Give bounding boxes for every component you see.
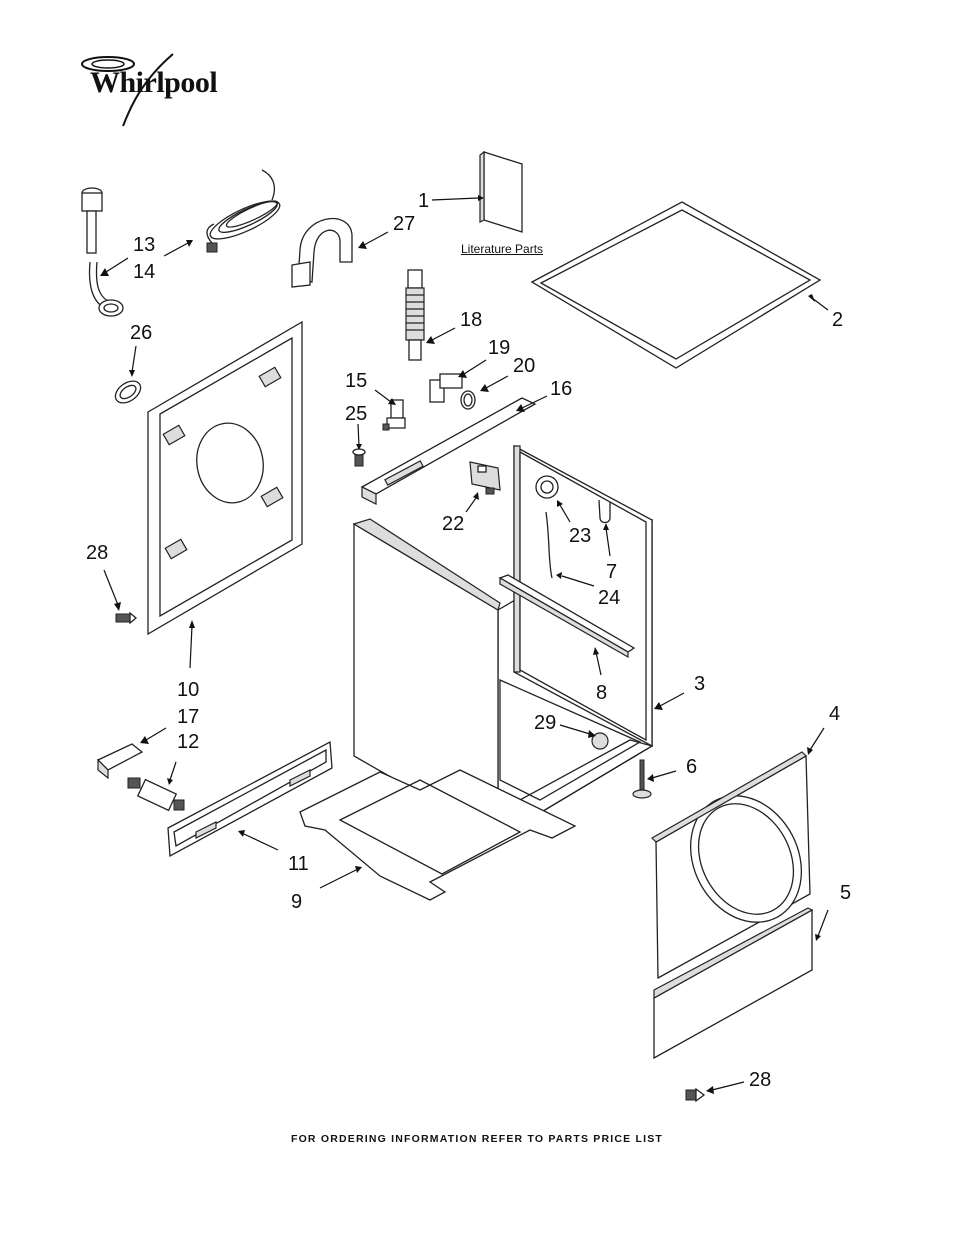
brand-logo-text: Whirlpool: [90, 66, 218, 99]
literature-booklet: [479, 150, 523, 233]
screw-28-right: [685, 1087, 706, 1103]
bottom-rail: [167, 740, 333, 858]
callout-17: 17: [177, 706, 200, 728]
top-cover-frame: [530, 201, 822, 369]
door-switch: [469, 461, 501, 495]
callout-12: 12: [177, 731, 200, 753]
cord-clip: [96, 743, 144, 780]
leveling-foot: [632, 759, 652, 799]
callout-8: 8: [596, 682, 608, 704]
callout-28-left: 28: [86, 542, 109, 564]
pressure-switch: [535, 475, 559, 499]
callout-9: 9: [291, 891, 303, 913]
front-panel: [651, 751, 811, 980]
callout-29: 29: [534, 712, 557, 734]
inlet-hose: [81, 187, 124, 317]
callout-11: 11: [288, 853, 309, 875]
literature-parts-caption: Literature Parts: [461, 242, 544, 256]
callout-16: 16: [550, 378, 573, 400]
grommet: [114, 380, 142, 404]
base-pad: [299, 769, 577, 901]
callout-13: 13: [133, 234, 156, 256]
callout-27: 27: [393, 213, 416, 235]
drain-elbow: [429, 373, 476, 410]
callout-23: 23: [569, 525, 592, 547]
toe-panel: [653, 907, 814, 1060]
leader-arrows: [100, 195, 829, 1094]
hose-hook: [598, 499, 611, 524]
callout-24: 24: [598, 587, 621, 609]
air-tube: [545, 511, 553, 579]
callout-5: 5: [840, 882, 852, 904]
hose-guide: [291, 218, 353, 288]
ordering-footer: FOR ORDERING INFORMATION REFER TO PARTS …: [290, 1133, 664, 1145]
callout-7: 7: [606, 561, 618, 583]
inlet-valve: [127, 777, 185, 812]
callout-1: 1: [418, 190, 430, 212]
callout-22: 22: [442, 513, 465, 535]
bottom-clip: [591, 732, 609, 750]
side-panel: [352, 518, 501, 840]
rear-panel: [147, 320, 303, 636]
callout-18: 18: [460, 309, 483, 331]
callout-6: 6: [686, 756, 698, 778]
power-cord: [206, 169, 281, 253]
callout-15: 15: [345, 370, 368, 392]
callout-20: 20: [513, 355, 536, 377]
callout-14: 14: [133, 261, 156, 283]
callout-25: 25: [345, 403, 368, 425]
callout-10: 10: [177, 679, 200, 701]
drain-hose: [405, 269, 425, 361]
callout-28-right: 28: [749, 1069, 772, 1091]
callout-4: 4: [829, 703, 841, 725]
screw-25: [352, 448, 366, 467]
callout-2: 2: [832, 309, 844, 331]
cabinet: [497, 444, 654, 840]
callout-26: 26: [130, 322, 153, 344]
screw-28-left: [115, 611, 138, 625]
callout-3: 3: [694, 673, 706, 695]
rear-brace: [498, 574, 636, 659]
top-brace: [360, 397, 537, 505]
callout-19: 19: [488, 337, 511, 359]
whirlpool-logo: [81, 53, 174, 127]
